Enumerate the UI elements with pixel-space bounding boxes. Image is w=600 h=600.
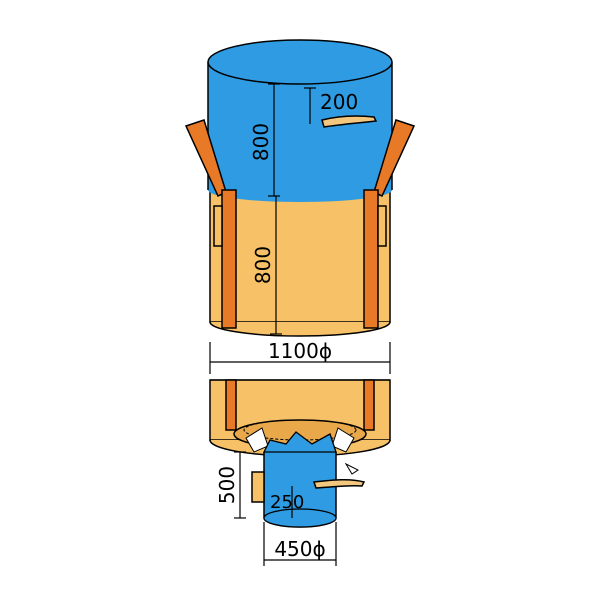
bag-body-bottom (209, 321, 391, 337)
bottom-view (209, 379, 391, 528)
dim-bottom-spout-diameter: 450ϕ (263, 522, 337, 566)
dim-top-spout-height: 800 (249, 83, 280, 197)
bottom-opening-stitch (243, 419, 357, 441)
dim-body-diameter: 1100ϕ (209, 339, 391, 374)
bag-body (209, 181, 391, 323)
dim-body-height: 800 (251, 196, 282, 335)
dim-bottom-tie-position-label: 250 (270, 492, 304, 513)
dim-top-tie-position-label: 200 (320, 90, 358, 114)
right-strap-tab (377, 205, 387, 247)
dim-top-tie-position: 200 (304, 87, 358, 124)
bottom-tie-tail (344, 462, 359, 475)
bottom-spout-top (262, 431, 337, 453)
spout-side-flap (251, 471, 265, 503)
left-strap-tab (213, 205, 223, 247)
bottom-right-strap (363, 379, 375, 431)
dim-bottom-spout-height-label: 500 (215, 466, 239, 504)
bottom-left-strap (225, 379, 237, 431)
top-cover-top-ellipse (207, 39, 393, 85)
dim-bottom-spout-height: 500 (215, 451, 246, 519)
right-strap (363, 189, 379, 329)
left-strap (221, 189, 237, 329)
dim-bottom-spout-diameter-label: 450ϕ (274, 537, 325, 561)
dim-top-spout-height-label: 800 (249, 123, 273, 161)
dim-body-height-label: 800 (251, 246, 275, 284)
top-tie (321, 115, 378, 128)
dim-bottom-tie-position: 250 (270, 486, 304, 518)
top-cover-bottom-edge (208, 190, 392, 202)
bottom-tie (312, 478, 366, 489)
dim-body-diameter-label: 1100ϕ (268, 339, 332, 363)
main-bag (184, 39, 416, 337)
